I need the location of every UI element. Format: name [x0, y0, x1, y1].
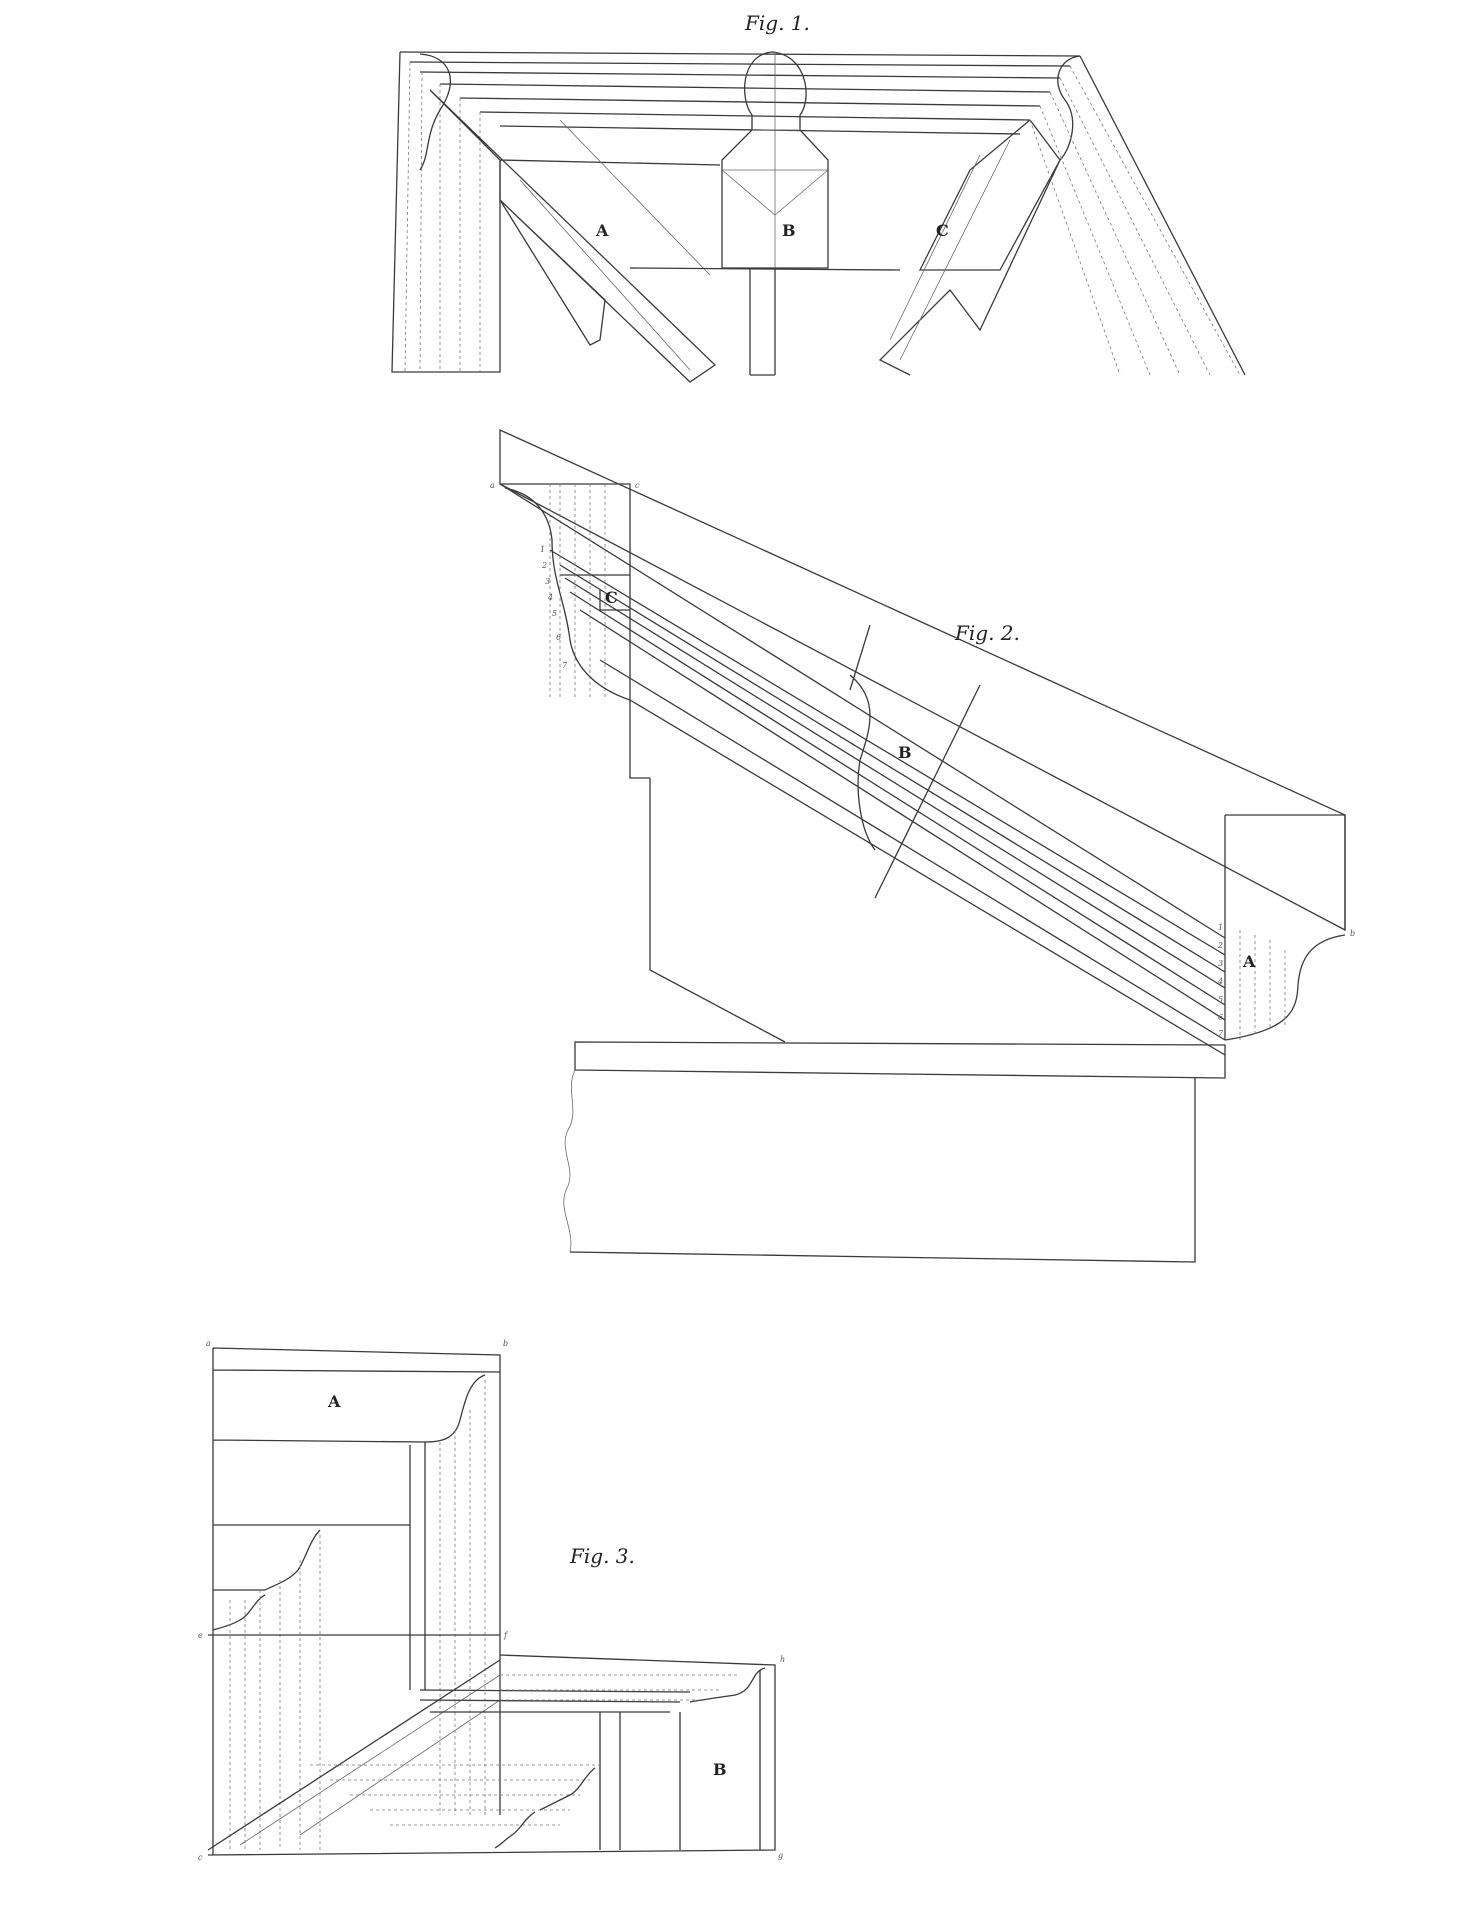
fig-2-section-b-lines [849, 624, 981, 899]
fig-1-part-a: A [595, 221, 609, 240]
fig-2-right-box [1224, 814, 1346, 1040]
fig-2-section-b-profile [849, 674, 876, 851]
fig-2-left-num-7: 7 [562, 661, 568, 670]
fig-2-right-num-4: 4 [1217, 977, 1223, 986]
fig-3-piece-b-verticals [619, 1670, 761, 1850]
fig-2-left-num-3: 3 [545, 577, 550, 586]
fig-3-inner-profile-3 [539, 1767, 596, 1811]
fig-3-piece-a-outline [212, 1347, 501, 1855]
fig-2-part-c: C [605, 588, 618, 607]
fig-2-top-wedge [499, 428, 1346, 932]
fig-3-piece-b-profile [689, 1667, 766, 1703]
fig-2-left-ordinates [549, 484, 606, 700]
fig-1-left-cyma [419, 53, 451, 171]
fig-1-base-line [629, 267, 901, 271]
fig-1-right-cyma [1057, 55, 1081, 161]
fig-2-right-profile [1224, 934, 1346, 1041]
fig-3-point-h: h [780, 1655, 785, 1664]
fig-3-point-c: c [198, 1853, 203, 1862]
fig-2-base-slab [574, 1041, 1226, 1079]
fig-2-part-a: A [1242, 952, 1256, 971]
fig-1-piece-a-inner [519, 119, 711, 371]
fig-2-right-num-1: 1 [1218, 923, 1223, 932]
figure-2: Fig. 2. C a c B A b 1 2 3 4 [490, 428, 1355, 1263]
fig-3-point-a: a [206, 1339, 211, 1348]
fig-3-piece-a-ordinates [229, 1380, 486, 1850]
fig-2-point-b: b [1350, 929, 1355, 938]
fig-2-right-num-3: 3 [1218, 959, 1223, 968]
fig-2-point-c: c [635, 481, 640, 490]
fig-1-left-leg-ordinates [404, 61, 481, 373]
fig-3-piece-b-ordinates [310, 1674, 740, 1826]
fig-1-part-b: B [782, 221, 796, 240]
fig-2-part-b: B [898, 743, 912, 762]
fig-1-caption: Fig. 1. [744, 11, 810, 35]
fig-3-inner-profile-4 [494, 1811, 536, 1849]
figure-3: Fig. 3. A e f a b B h g c [198, 1339, 785, 1862]
fig-3-piece-a-profile [424, 1374, 486, 1443]
fig-3-part-b: B [713, 1760, 727, 1779]
fig-3-inner-profile-2 [212, 1594, 266, 1631]
fig-1-post-b [749, 268, 776, 376]
fig-2-right-ordinates [1239, 930, 1286, 1040]
fig-2-caption: Fig. 2. [954, 621, 1020, 645]
fig-3-point-f: f [503, 1631, 509, 1640]
fig-2-broken-edge [563, 1069, 576, 1253]
fig-1-piece-c [878, 119, 1061, 376]
fig-3-point-e: e [198, 1631, 203, 1640]
fig-1-top-molding [399, 51, 1081, 135]
fig-3-mitre-parallels [239, 1674, 501, 1846]
fig-2-left-box [500, 483, 631, 700]
fig-3-part-a: A [327, 1392, 341, 1411]
fig-2-ordinate-numbers: 1 2 3 4 5 6 7 1 2 3 4 5 6 7 [540, 545, 1224, 1038]
fig-1-piece-b [721, 51, 829, 269]
fig-2-left-num-5: 5 [552, 609, 557, 618]
fig-2-left-num-1: 1 [540, 545, 545, 554]
fig-2-wall [569, 1078, 1196, 1263]
fig-1-piece-b-axis [721, 52, 829, 268]
fig-2-right-num-2: 2 [1217, 941, 1223, 950]
fig-3-point-b: b [503, 1339, 508, 1348]
fig-1-part-c: C [936, 221, 949, 240]
fig-2-right-num-6: 6 [1218, 1013, 1223, 1022]
fig-3-piece-a-verticals [409, 1442, 426, 1690]
fig-2-left-num-6: 6 [556, 633, 561, 642]
fig-2-left-num-2: 2 [541, 561, 547, 570]
fig-1-right-edge [1079, 55, 1246, 376]
fig-1-right-splay [1029, 65, 1241, 376]
fig-2-right-num-5: 5 [1218, 995, 1223, 1004]
fig-2-support-block [629, 700, 786, 1043]
fig-3-mitre [207, 1659, 501, 1851]
fig-2-point-a: a [490, 481, 495, 490]
fig-2-rake-lines [499, 483, 1226, 1056]
fig-2-right-num-7: 7 [1218, 1029, 1224, 1038]
fig-3-caption: Fig. 3. [569, 1544, 635, 1568]
fig-1-piece-c-inner [889, 139, 1011, 361]
figure-1: Fig. 1. A B C [391, 11, 1246, 383]
fig-2-left-profile [504, 487, 631, 701]
fig-1-left-leg [391, 51, 501, 373]
fig-1-piece-a [429, 89, 721, 383]
fig-3-point-g: g [778, 1851, 783, 1860]
fig-2-left-num-4: 4 [547, 593, 553, 602]
fig-3-inner-profile-1 [264, 1529, 321, 1591]
fig-3-piece-b-outline [207, 1654, 776, 1856]
